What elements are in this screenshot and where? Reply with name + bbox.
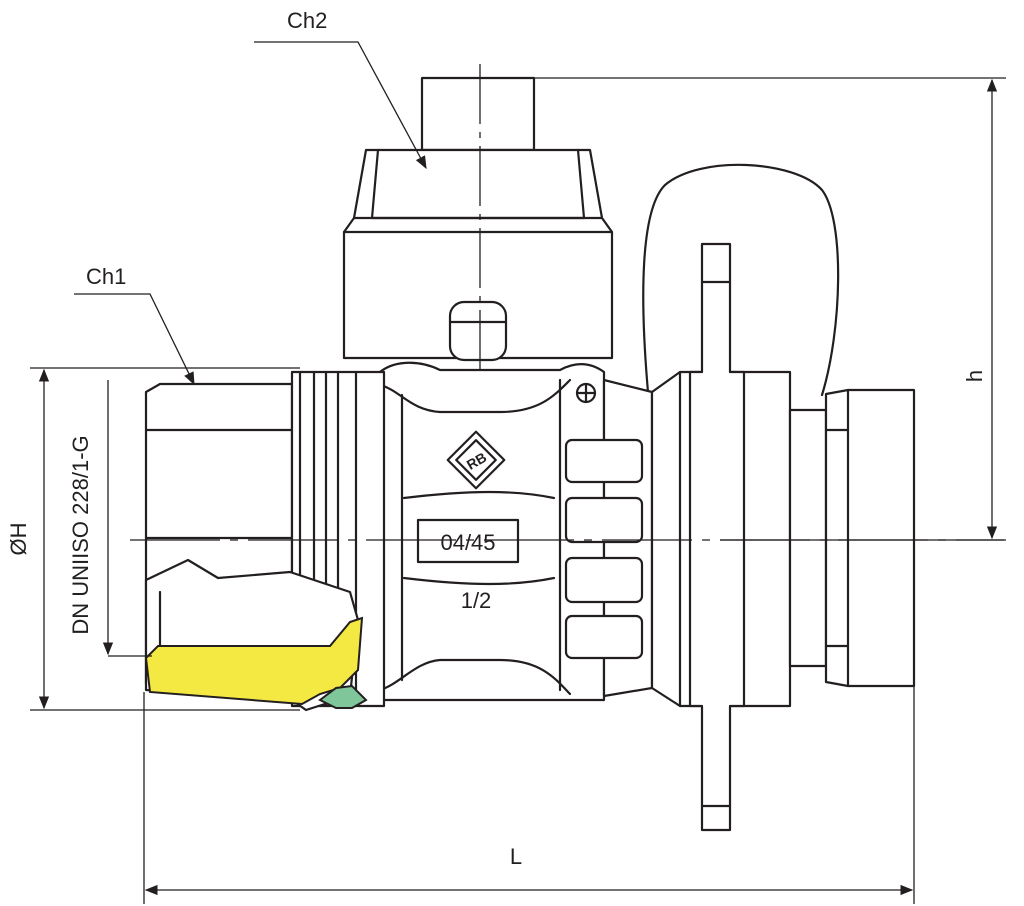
ch2-label: Ch2	[287, 8, 327, 33]
ch1-leader	[74, 293, 195, 386]
top-nut	[420, 76, 536, 152]
upper-cap	[342, 148, 614, 360]
ch1-label: Ch1	[86, 264, 126, 289]
l-label: L	[510, 844, 522, 869]
h-label: h	[962, 370, 987, 382]
stamp-window	[416, 518, 520, 564]
handle-loop	[642, 163, 840, 397]
green-seal	[318, 684, 368, 709]
ch2-leader	[254, 41, 427, 170]
yellow-gasket	[144, 616, 364, 706]
dn-label: DN UNIISO 228/1-G	[68, 435, 93, 634]
size-label: 1/2	[461, 588, 492, 613]
stem-pin	[448, 300, 508, 362]
stamp-code: 04/45	[440, 530, 495, 555]
right-male-thread	[788, 408, 828, 668]
oh-label: ØH	[6, 523, 31, 556]
flange-plate	[688, 242, 746, 832]
logo-diamond	[446, 430, 506, 490]
